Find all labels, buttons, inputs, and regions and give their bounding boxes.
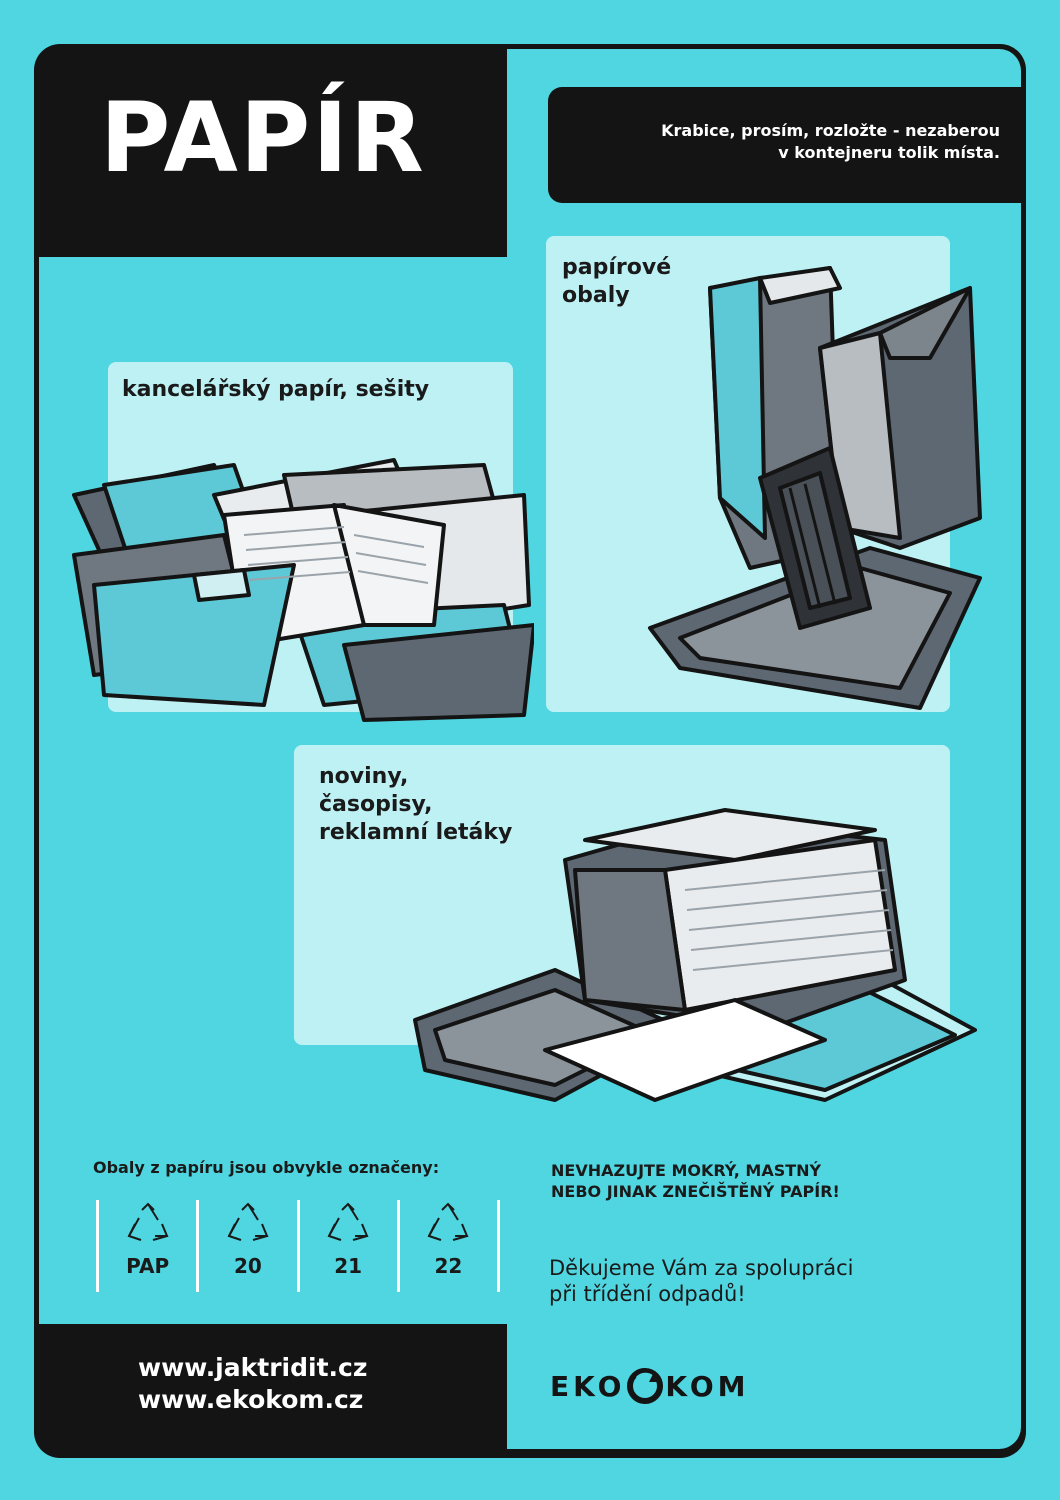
thanks-text: Děkujeme Vám za spolupráci při třídění o… xyxy=(549,1255,969,1307)
website-links: www.jaktridit.cz www.ekokom.cz xyxy=(138,1352,438,1416)
ekokom-logo: EKO KOM xyxy=(550,1366,749,1406)
packaging-label-line-2: obaly xyxy=(562,283,630,308)
recycle-icon xyxy=(227,1202,269,1241)
recycling-codes: PAP 20 21 22 xyxy=(96,1200,500,1292)
recycle-icon xyxy=(127,1202,169,1241)
thanks-line-2: při třídění odpadů! xyxy=(549,1282,746,1306)
notice-box: Krabice, prosím, rozložte - nezaberou v … xyxy=(548,87,1026,203)
recycling-code-label: 20 xyxy=(233,1254,262,1278)
newspapers-label-line-3: reklamní letáky xyxy=(319,820,513,845)
website-link-jaktridit[interactable]: www.jaktridit.cz xyxy=(138,1353,368,1382)
notice-line-2: v kontejneru tolik místa. xyxy=(778,143,1000,162)
recycle-icon xyxy=(327,1202,369,1241)
newspapers-label-line-2: časopisy, xyxy=(319,792,433,817)
marking-info-title: Obaly z papíru jsou obvykle označeny: xyxy=(93,1158,440,1177)
recycling-code-20: 20 xyxy=(196,1200,296,1292)
recycling-code-label: 22 xyxy=(434,1254,463,1278)
thanks-line-1: Děkujeme Vám za spolupráci xyxy=(549,1256,854,1280)
warning-text: NEVHAZUJTE MOKRÝ, MASTNÝ NEBO JINAK ZNEČ… xyxy=(551,1160,951,1202)
recycling-code-label: 21 xyxy=(334,1254,363,1278)
logo-text-left: EKO xyxy=(550,1369,626,1403)
warning-line-1: NEVHAZUJTE MOKRÝ, MASTNÝ xyxy=(551,1161,822,1180)
office-paper-illustration xyxy=(72,458,534,722)
recycle-icon xyxy=(427,1202,469,1241)
newspapers-illustration xyxy=(413,808,977,1102)
packaging-label-line-1: papírové xyxy=(562,255,672,280)
newspapers-label-line-1: noviny, xyxy=(319,764,409,789)
recycling-code-label: PAP xyxy=(126,1254,170,1278)
recycling-code-pap: PAP xyxy=(96,1200,196,1292)
office-paper-label: kancelářský papír, sešity xyxy=(122,377,430,402)
page-title: PAPÍR xyxy=(100,82,426,194)
notice-line-1: Krabice, prosím, rozložte - nezaberou xyxy=(661,121,1000,140)
logo-text-right: KOM xyxy=(665,1369,750,1403)
ekokom-logo-icon xyxy=(627,1368,664,1404)
recycling-code-21: 21 xyxy=(296,1200,397,1292)
website-link-ekokom[interactable]: www.ekokom.cz xyxy=(138,1385,364,1414)
recycling-code-22: 22 xyxy=(396,1200,500,1292)
packaging-illustration xyxy=(648,266,982,710)
warning-line-2: NEBO JINAK ZNEČIŠTĚNÝ PAPÍR! xyxy=(551,1182,840,1201)
